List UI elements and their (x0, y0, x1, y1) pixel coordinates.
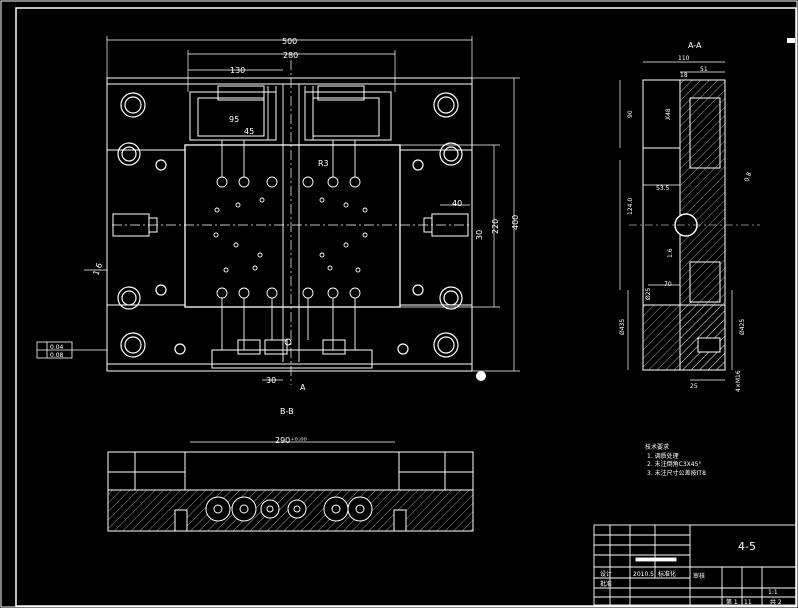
technical-notes: 技术要求 1. 调质处理 2. 未注倒角C3X45° 3. 未注尺寸公差按IT8 (645, 443, 706, 477)
side-dim-pocket: 53.5 (656, 185, 670, 192)
tb-mark: 11 (744, 599, 752, 606)
side-dim-width: 110 (678, 55, 690, 62)
note-item-1: 1. 调质处理 (647, 452, 679, 460)
side-dim-25: 25 (690, 383, 698, 390)
side-dim-phi-a: Ø425 (739, 319, 746, 335)
tb-label-c: 批准 (600, 580, 612, 588)
corner-mark (787, 38, 795, 43)
dim-radius: R3 (318, 159, 329, 168)
side-dim-bottom: 4×M16 (735, 370, 742, 392)
plan-view (106, 60, 473, 385)
dim-slot-width: 40 (452, 199, 462, 208)
section-view-bb (107, 441, 474, 532)
tolerance-frame (36, 341, 73, 359)
section-title-aa: A-A (688, 41, 702, 50)
side-dimension-lines (619, 61, 733, 381)
tolerance-row-1: 0.04 (50, 344, 64, 351)
dim-bottom-small: 30 (266, 376, 276, 385)
cavity-detail (213, 84, 368, 362)
dim-top-overall: 500 (282, 37, 297, 46)
dim-top-left: 130 (230, 66, 245, 75)
side-dim-16: 1.6 (667, 248, 674, 258)
dim-top-inner: 280 (283, 51, 298, 60)
notes-title: 技术要求 (645, 443, 669, 451)
tb-drawn: 设计 (600, 570, 612, 578)
side-dim-x: X48 (665, 108, 672, 120)
side-dim-70: 70 (664, 281, 672, 288)
side-dim-phi-b: Ø435 (619, 319, 626, 335)
dim-right-inner: 220 (491, 219, 500, 234)
side-dim-phi-c: Ø25 (645, 287, 652, 300)
side-dim-h1: 90 (627, 110, 634, 118)
side-dim-h2: 124.0 (627, 198, 634, 215)
tb-sheet: 共 2 (770, 598, 782, 606)
dim-right-overall: 400 (511, 215, 520, 230)
datum-marker (476, 371, 486, 381)
section-dim: 290⁺⁰⋅⁰⁰ (275, 436, 307, 445)
side-dim-sr: 0.8 (743, 171, 753, 183)
side-dim-a: 18 (680, 72, 688, 79)
dim-insert-b: 45 (244, 127, 254, 136)
dim-insert-a: 95 (229, 115, 239, 124)
tb-label-a: 标准化 (658, 570, 676, 578)
part-number: 4-5 (738, 540, 756, 553)
tb-sheet-no: 第 1 (726, 598, 738, 606)
section-mark-a: A (300, 383, 306, 392)
side-dim-b: 51 (700, 66, 708, 73)
side-view (629, 79, 760, 371)
plan-dimension-lines (72, 36, 520, 381)
tb-scale: 1:1 (768, 589, 778, 596)
note-item-2: 2. 未注倒角C3X45° (647, 460, 701, 468)
dim-right-small: 30 (475, 230, 484, 240)
note-item-3: 3. 未注尺寸公差按IT8 (647, 469, 706, 477)
tb-date: 2010.5 (633, 571, 654, 578)
drawing-frame (15, 7, 797, 607)
dim-angle-tag: 1.6 (91, 262, 104, 277)
corner-bolt-group (117, 92, 463, 358)
section-title-bb: B-B (280, 407, 294, 416)
tolerance-row-2: 0.08 (50, 352, 64, 359)
tb-label-b: 审核 (693, 572, 705, 580)
title-block (593, 524, 797, 606)
